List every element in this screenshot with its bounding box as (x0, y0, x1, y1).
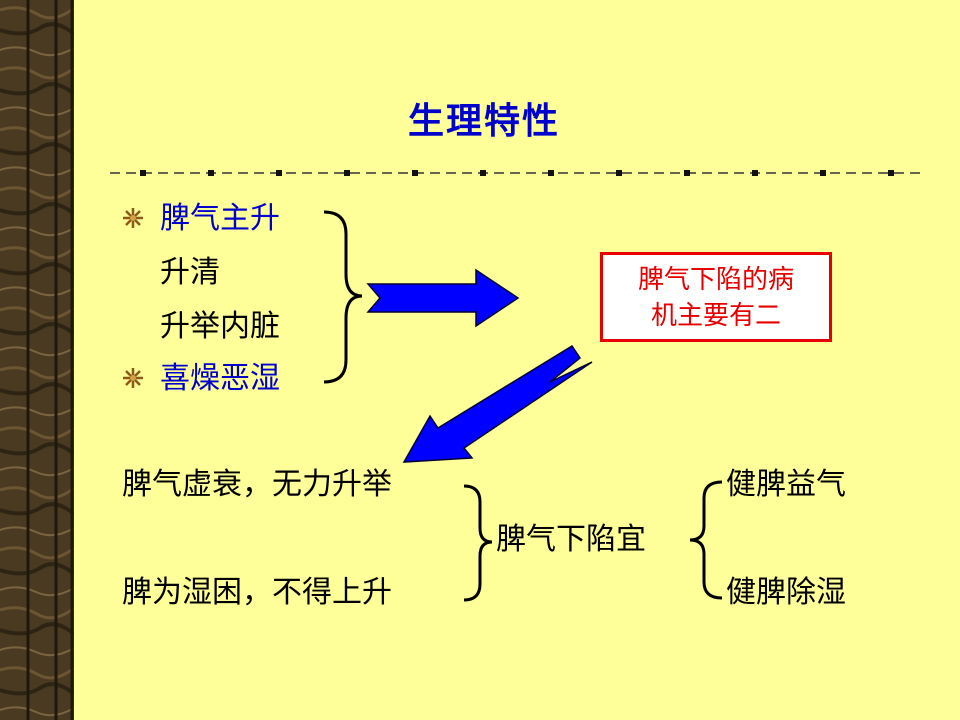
list-item-spleen-qi-rises: 脾气主升 (160, 201, 280, 236)
starburst-bullet-icon (123, 368, 143, 388)
callout-line-2: 机主要有二 (650, 301, 781, 331)
block-arrow-down-left (402, 344, 593, 463)
callout-box: 脾气下陷的病 机主要有二 (600, 252, 832, 342)
list-item-lift-organs: 升举内脏 (160, 309, 280, 344)
treatments-brace (689, 480, 723, 600)
slide-title: 生理特性 (408, 101, 561, 142)
list-item-likes-dry: 喜燥恶湿 (160, 361, 280, 396)
cause-damp-encumbrance: 脾为湿困，不得上升 (122, 575, 392, 610)
callout-line-1: 脾气下陷的病 (637, 265, 794, 295)
treatment-remove-damp: 健脾除湿 (726, 575, 846, 610)
cause-qi-deficiency: 脾气虚衰，无力升举 (122, 467, 392, 502)
block-arrow-right (366, 268, 520, 328)
treatment-tonify-qi: 健脾益气 (726, 467, 846, 502)
list-brace (323, 210, 363, 384)
divider-line (110, 170, 925, 176)
causes-brace (463, 484, 493, 602)
list-item-raise-clear: 升清 (160, 255, 220, 290)
starburst-bullet-icon (123, 208, 143, 228)
side-decor-panel (0, 0, 74, 720)
center-term: 脾气下陷宜 (496, 522, 646, 557)
